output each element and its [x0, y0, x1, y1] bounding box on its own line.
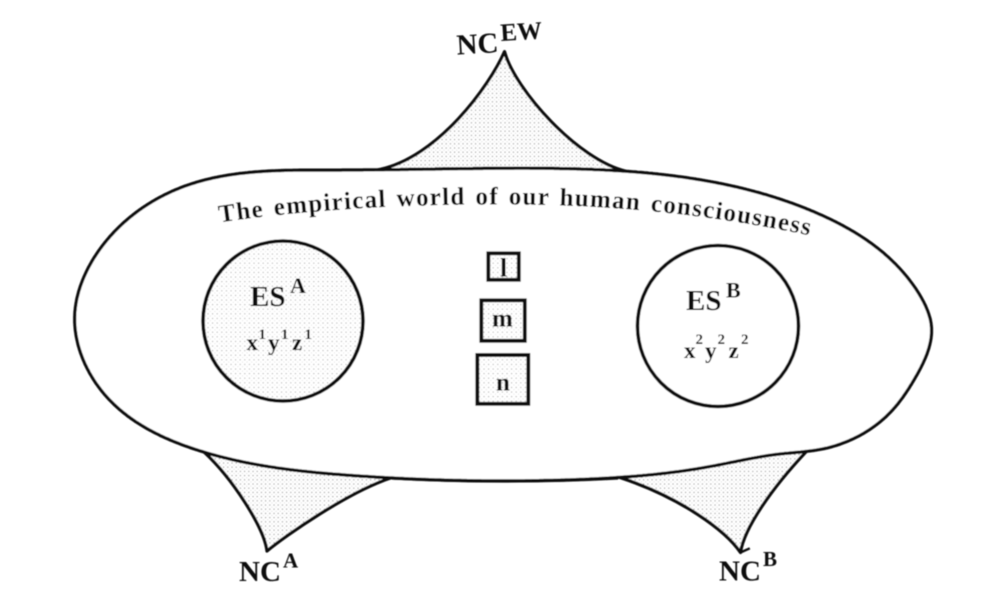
- svg-text:x: x: [247, 330, 259, 355]
- svg-text:x: x: [684, 338, 696, 363]
- svg-text:y: y: [705, 338, 717, 363]
- svg-text:NC: NC: [719, 556, 761, 588]
- svg-text:2: 2: [696, 332, 704, 348]
- svg-text:A: A: [283, 549, 299, 573]
- svg-text:2: 2: [718, 332, 726, 348]
- svg-text:A: A: [290, 273, 306, 298]
- svg-text:EW: EW: [500, 17, 543, 46]
- svg-text:2: 2: [741, 332, 749, 348]
- svg-text:z: z: [729, 338, 739, 363]
- svg-text:NC: NC: [239, 556, 281, 588]
- svg-text:1: 1: [305, 327, 313, 343]
- svg-text:NC: NC: [456, 27, 500, 61]
- svg-text:z: z: [292, 330, 302, 355]
- svg-text:y: y: [268, 330, 280, 355]
- svg-text:n: n: [496, 370, 510, 397]
- svg-text:1: 1: [281, 327, 289, 343]
- svg-text:m: m: [492, 306, 513, 333]
- svg-text:B: B: [726, 278, 741, 303]
- svg-text:ES: ES: [250, 281, 285, 313]
- svg-text:ES: ES: [686, 285, 721, 317]
- svg-text:1: 1: [259, 327, 267, 343]
- svg-text:l: l: [500, 254, 507, 283]
- svg-text:B: B: [763, 547, 777, 571]
